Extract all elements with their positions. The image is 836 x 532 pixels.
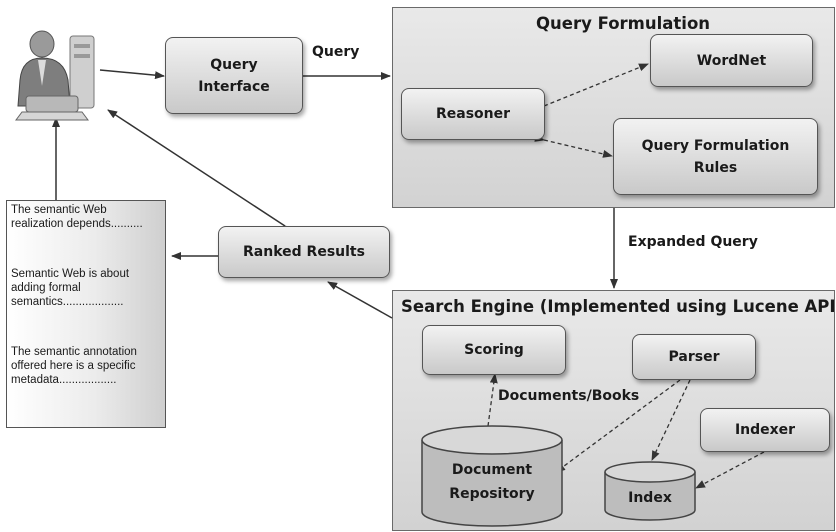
document-repository-label: Document Repository [449, 462, 535, 502]
result-item-1: The semantic Web realization depends....… [11, 204, 143, 230]
reasoner-label: Reasoner [435, 106, 511, 122]
parser-label: Parser [668, 349, 720, 365]
expanded-query-label: Expanded Query [628, 234, 758, 250]
ranked-results-label: Ranked Results [243, 244, 365, 260]
document-repository-cylinder [421, 425, 563, 527]
indexer-label: Indexer [734, 422, 796, 438]
parser-to-repository-link [555, 379, 681, 473]
query-formulation-rules-label: Query Formulation Rules [641, 137, 790, 176]
scoring-label: Scoring [464, 342, 524, 358]
query-formulation-title: Query Formulation [536, 14, 711, 33]
result-item-3: The semantic annotation offered here is … [11, 346, 137, 386]
user-results-bidirectional-arrow [107, 109, 295, 235]
scoring-box: Scoring [422, 325, 566, 375]
index-label: Index [628, 490, 672, 506]
query-formulation-rules-box: Query Formulation Rules [613, 118, 818, 195]
reasoner-wordnet-link [534, 63, 649, 114]
query-label: Query [312, 44, 360, 60]
parser-to-index-link [651, 379, 691, 461]
indexer-to-index-link [695, 451, 765, 489]
wordnet-box: WordNet [650, 34, 813, 87]
index-cylinder [604, 461, 696, 521]
indexer-box: Indexer [700, 408, 830, 452]
user-at-computer-icon [15, 30, 95, 121]
search-to-results-arrow [327, 281, 393, 319]
reasoner-rules-link [534, 134, 613, 158]
ranked-results-box: Ranked Results [218, 226, 390, 278]
query-interface-box: Query Interface [165, 37, 303, 114]
results-list-panel: The semantic Web realization depends....… [6, 200, 166, 428]
result-item-2: Semantic Web is about adding formal sema… [11, 268, 130, 308]
query-interface-label: Query Interface [198, 56, 270, 95]
documents-books-label: Documents/Books [498, 388, 640, 404]
parser-box: Parser [632, 334, 756, 380]
search-engine-title: Search Engine (Implemented using Lucene … [401, 297, 836, 316]
user-to-interface-arrow [99, 69, 165, 80]
reasoner-box: Reasoner [401, 88, 545, 140]
repository-to-scoring-link [487, 373, 498, 427]
wordnet-label: WordNet [696, 52, 767, 69]
